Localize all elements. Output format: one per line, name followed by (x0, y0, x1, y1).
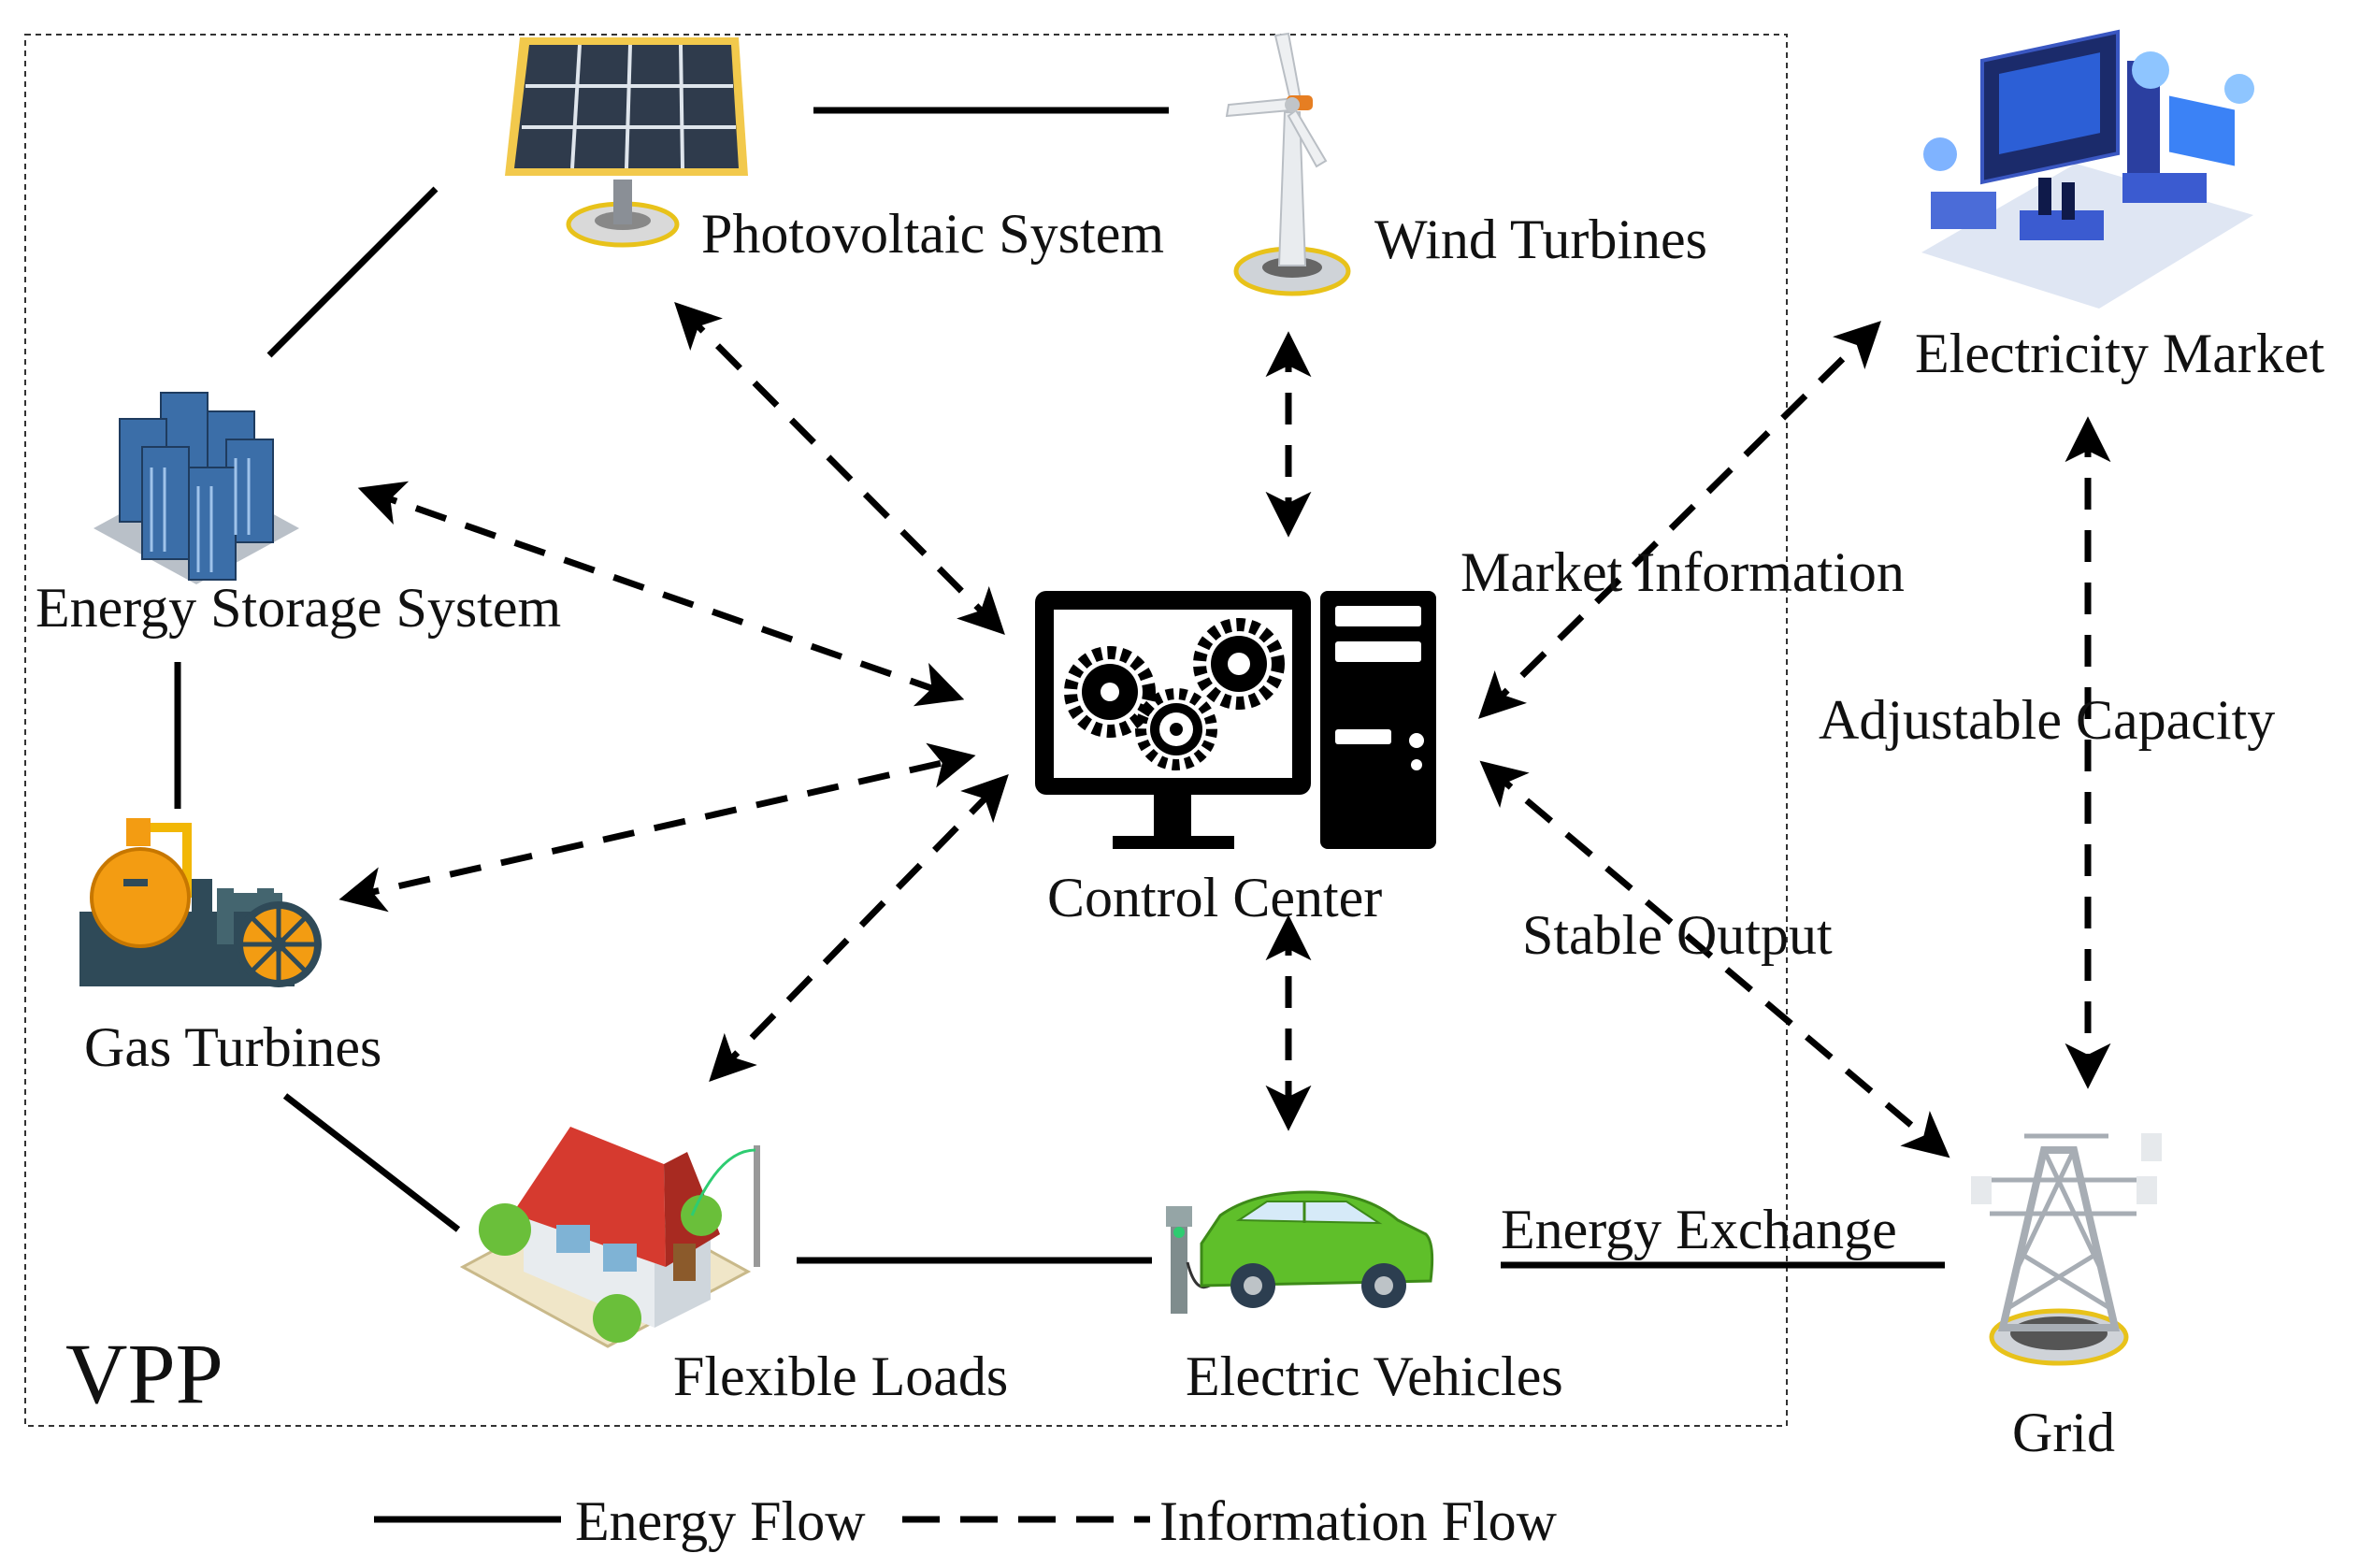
edge-label-market-information: Market Information (1460, 541, 1905, 603)
node-label-photovoltaic: Photovoltaic System (701, 203, 1164, 265)
vpp-boundary (24, 34, 1788, 1427)
gear-icon (1135, 688, 1217, 770)
energy-storage-icon (94, 392, 299, 584)
info-arrow-gas-control (338, 742, 976, 913)
energy-line-gas-loads (282, 1093, 461, 1232)
energy-flow-lines (174, 107, 1945, 1269)
edge-label-adjustable-capacity: Adjustable Capacity (1819, 689, 2275, 751)
gear-icon (1193, 618, 1285, 710)
legend-energy-flow-label: Energy Flow (575, 1490, 866, 1552)
info-arrow-loads-control (709, 773, 1009, 1083)
node-label-market: Electricity Market (1915, 323, 2324, 384)
solar-panel-icon (505, 37, 748, 248)
legend-information-flow-label: Information Flow (1159, 1490, 1558, 1552)
information-flow-arrows (338, 302, 2111, 1158)
node-label-ev: Electric Vehicles (1186, 1345, 1563, 1407)
node-label-wind: Wind Turbines (1374, 209, 1707, 270)
info-arrow-market-control (1478, 321, 1881, 719)
edge-label-stable-output: Stable Output (1522, 904, 1833, 966)
node-label-control: Control Center (1047, 867, 1382, 928)
gas-turbine-icon (79, 818, 322, 987)
electricity-market-icon (1921, 29, 2254, 309)
transmission-tower-icon (1971, 1133, 2162, 1366)
node-label-gas: Gas Turbines (84, 1016, 381, 1078)
control-center-computer-icon (1035, 591, 1436, 849)
house-icon (459, 1127, 760, 1348)
info-arrow-pv-control (674, 302, 1005, 635)
info-arrow-grid-control (1479, 760, 1950, 1158)
node-label-storage: Energy Storage System (36, 577, 561, 639)
node-label-grid: Grid (2012, 1402, 2115, 1463)
legend: Energy Flow Information Flow (374, 1490, 1558, 1552)
electric-car-icon (1166, 1190, 1434, 1314)
wind-turbine-icon (1225, 32, 1351, 296)
vpp-label: VPP (65, 1326, 223, 1421)
edge-label-energy-exchange: Energy Exchange (1501, 1199, 1897, 1260)
node-label-loads: Flexible Loads (673, 1345, 1008, 1407)
gear-icon (1064, 646, 1156, 738)
energy-line-storage-pv (266, 186, 439, 358)
